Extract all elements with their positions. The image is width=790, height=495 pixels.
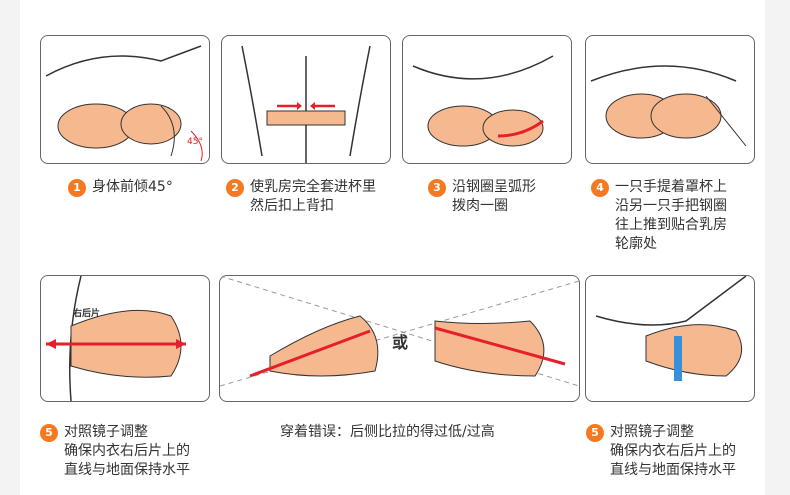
step5-illustration: 右后片 (40, 275, 210, 402)
error-illustration: 或 (219, 275, 580, 402)
step-number-badge: 1 (68, 179, 86, 197)
step-number-badge: 5 (586, 424, 604, 442)
step3-illustration (402, 35, 572, 164)
right-back-tag: 右后片 (72, 307, 100, 319)
step1-illustration: 45° (40, 35, 210, 164)
error-caption: 穿着错误：后侧比拉的得过低/过高 (280, 424, 495, 440)
step-number-badge: 5 (40, 424, 58, 442)
step4-illustration (585, 35, 755, 164)
step-number-badge: 4 (591, 179, 609, 197)
step2-illustration (221, 35, 391, 164)
step-number-badge: 3 (428, 179, 446, 197)
or-label: 或 (392, 333, 408, 352)
step5b-illustration (585, 275, 755, 402)
angle-label: 45° (187, 137, 203, 147)
step-number-badge: 2 (226, 179, 244, 197)
